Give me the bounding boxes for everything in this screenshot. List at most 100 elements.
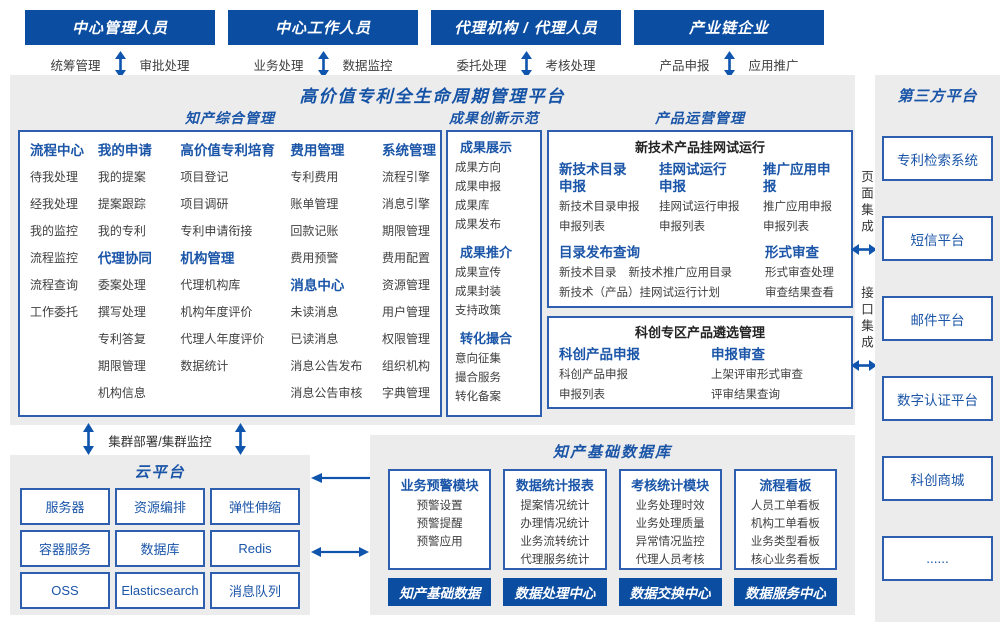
actor-role-left: 委托处理 [456, 58, 507, 73]
double-arrow-vertical-icon [723, 50, 735, 78]
menu-item: 人员工单看板 [750, 500, 820, 512]
column-fee: 费用管理 专利费用账单管理回款记账费用预警 消息中心 未读消息已读消息消息公告发… [290, 137, 382, 415]
platform-title: 高价值专利全生命周期管理平台 [299, 87, 566, 106]
db-footer-button: 数据处理中心 [503, 578, 607, 606]
menu-item: 代理机构库 [180, 278, 241, 292]
menu-item: 成果方向 [455, 162, 501, 174]
third-party-item: 科创商城 [882, 456, 993, 501]
menu-item: 代理人员考核 [635, 554, 705, 566]
group-title: 挂网试运行申报 [659, 162, 727, 194]
third-party-item: ...... [882, 536, 993, 581]
menu-item: 预警提醒 [416, 518, 463, 530]
menu-item: 提案跟踪 [97, 197, 146, 211]
section-achievement: 成果创新示范 成果展示 成果方向成果申报成果库成果发布 成果推介 成果宣传成果封… [446, 108, 542, 417]
menu-item: 撮合服务 [455, 372, 501, 384]
group-sci-declare: 科创产品申报 科创产品申报申报列表 [559, 344, 711, 405]
menu-item: 费用预警 [290, 251, 339, 265]
column-application: 我的申请 我的提案提案跟踪我的专利 代理协同 委案处理撰写处理专利答复期限管理机… [98, 137, 181, 415]
actor-role-right: 数据监控 [342, 58, 393, 73]
menu-item: 用户管理 [382, 305, 431, 319]
menu-item: 转化备案 [455, 391, 501, 403]
actor-card: 中心工作人员 业务处理 数据监控 [228, 10, 418, 78]
group-declare-review: 申报审查 上架评审形式审查评审结果查询 [711, 344, 841, 405]
double-arrow-horizontal-icon [851, 360, 877, 371]
subsection-title: 新技术产品挂网试运行 [634, 140, 765, 155]
menu-item: 经我处理 [30, 197, 79, 211]
cluster-link-label: 集群部署/集群监控 [108, 435, 212, 449]
cluster-link: 集群部署/集群监控 [10, 423, 310, 455]
actor-title: 产业链企业 [634, 10, 824, 45]
menu-item: 撰写处理 [97, 305, 146, 319]
db-module-assessment: 考核统计模块 业务处理时效业务处理质量异常情况监控代理人员考核 数据交换中心 [618, 469, 722, 606]
menu-item: 机构年度评价 [180, 305, 253, 319]
group-title: 消息中心 [290, 278, 345, 293]
menu-item: 业务处理质量 [635, 518, 705, 530]
double-arrow-vertical-icon [317, 50, 329, 78]
double-arrow-vertical-icon [235, 423, 246, 455]
menu-item: 代理服务统计 [520, 554, 590, 566]
selection-panel: 科创专区产品遴选管理 科创产品申报 科创产品申报申报列表 申报审查 上架评审形式… [547, 316, 853, 409]
section-title: 知产综合管理 [185, 110, 275, 126]
db-footer-button: 数据交换中心 [618, 578, 722, 606]
menu-item: 申报列表 [659, 221, 705, 233]
page-integration-label: 页面集成 [859, 170, 873, 236]
third-party-panel: 第三方平台 专利检索系统短信平台邮件平台数字认证平台科创商城...... [875, 75, 1000, 622]
group-title: 新技术目录申报 [559, 162, 627, 194]
group-catalog-declare: 新技术目录申报 新技术目录申报申报列表 [559, 161, 659, 237]
menu-item: 意向征集 [455, 353, 501, 365]
actor-title: 中心工作人员 [228, 10, 418, 45]
group-title: 推广应用申报 [763, 162, 831, 194]
menu-item: 推广应用申报 [763, 201, 832, 213]
menu-item: 账单管理 [290, 197, 339, 211]
menu-item: 申报列表 [763, 221, 809, 233]
third-party-title: 第三方平台 [897, 88, 978, 105]
menu-item: 成果发布 [455, 219, 501, 231]
third-party-item: 短信平台 [882, 216, 993, 261]
platform-panel: 高价值专利全生命周期管理平台 知产综合管理 流程中心 待我处理经我处理我的监控流… [10, 75, 855, 425]
group-title: 代理协同 [97, 251, 152, 266]
menu-item: 成果库 [455, 200, 490, 212]
menu-item: 科创产品申报 [559, 369, 628, 381]
menu-item: 机构工单看板 [750, 518, 820, 530]
menu-item: 我的提案 [97, 170, 146, 184]
group-catalog-query: 目录发布查询 新技术目录新技术推广应用目录新技术（产品）挂网试运行计划 [559, 242, 765, 303]
double-arrow-horizontal-icon [311, 547, 369, 557]
database-title: 知产基础数据库 [552, 444, 672, 461]
actor-role-left: 统筹管理 [50, 58, 101, 73]
subsection-title: 科创专区产品遴选管理 [634, 325, 765, 340]
actor-card: 产业链企业 产品申报 应用推广 [634, 10, 824, 78]
cloud-service-item: 资源编排 [115, 488, 205, 525]
group-title: 成果推介 [460, 245, 513, 260]
menu-item: 已读消息 [290, 332, 339, 346]
third-party-item: 邮件平台 [882, 296, 993, 341]
group-title: 费用管理 [290, 143, 345, 158]
cloud-service-item: 服务器 [20, 488, 110, 525]
menu-item: 业务类型看板 [750, 536, 820, 548]
group-title: 形式审查 [765, 245, 819, 260]
cloud-service-item: 数据库 [115, 530, 205, 567]
menu-item: 工作委托 [30, 305, 79, 319]
menu-item: 预警设置 [416, 500, 463, 512]
menu-item: 我的专利 [97, 224, 146, 238]
third-party-item: 专利检索系统 [882, 136, 993, 181]
section-ip-management: 知产综合管理 流程中心 待我处理经我处理我的监控流程监控流程查询工作委托 我的申… [18, 108, 442, 417]
group-title: 申报审查 [711, 347, 765, 362]
menu-item: 我的监控 [30, 224, 79, 238]
group-trial-declare: 挂网试运行申报 挂网试运行申报申报列表 [659, 161, 763, 237]
double-arrow-vertical-icon [83, 423, 94, 455]
menu-item: 评审结果查询 [711, 389, 780, 401]
menu-item: 委案处理 [97, 278, 146, 292]
actor-card: 代理机构 / 代理人员 委托处理 考核处理 [431, 10, 621, 78]
group-title: 系统管理 [382, 143, 436, 158]
menu-item: 数据统计 [180, 359, 229, 373]
menu-item: 项目登记 [180, 170, 229, 184]
menu-item: 成果封装 [455, 286, 501, 298]
cloud-service-item: 消息队列 [210, 572, 300, 609]
menu-item: 字典管理 [382, 386, 431, 400]
menu-item: 专利申请衔接 [180, 224, 253, 238]
db-module-title: 考核统计模块 [631, 478, 710, 493]
trial-run-panel: 新技术产品挂网试运行 新技术目录申报 新技术目录申报申报列表 挂网试运行申报 挂… [547, 130, 853, 308]
menu-item: 消息公告发布 [290, 359, 363, 373]
menu-item: 异常情况监控 [635, 536, 705, 548]
menu-item: 专利费用 [290, 170, 339, 184]
